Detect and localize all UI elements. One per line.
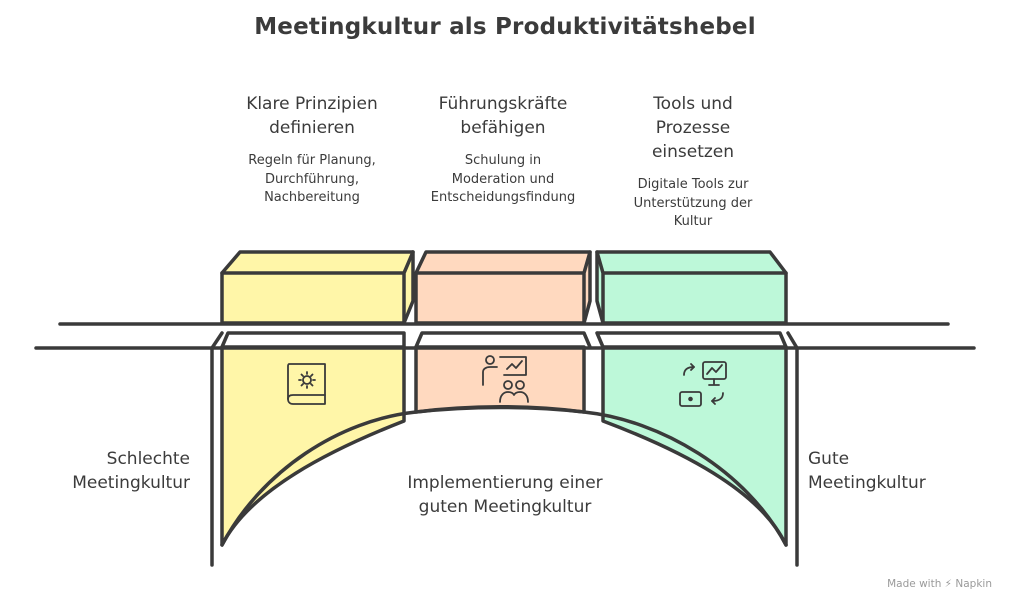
block-3-front-edge (595, 250, 788, 325)
pillar-3-description-line: Unterstützung der (633, 195, 753, 211)
pillar-3-heading-line: Prozesse (655, 118, 731, 138)
book-gear-icon (287, 363, 326, 405)
pillar-2-heading-line: befähigen (460, 118, 546, 138)
arch-right-top-edge (595, 331, 788, 349)
pillar-2-description: Schulung in Moderation und Entscheidungs… (398, 152, 608, 208)
left-label: Schlechte Meetingkultur (54, 447, 190, 495)
pillar-3-description-line: Digitale Tools zur (637, 177, 749, 192)
pillar-3-heading: Tools und Prozesse einsetzen (588, 92, 798, 164)
arch-middle-top-edge (414, 331, 592, 349)
pillar-2-heading-line: Führungskräfte (438, 94, 568, 114)
pillar-1-description-line: Regeln für Planung, (248, 153, 376, 168)
pillar-1-description-line: Nachbereitung (264, 190, 360, 205)
block-1-front-edge (220, 250, 415, 325)
right-label-line: Meetingkultur (808, 473, 926, 493)
pillar-3-description: Digitale Tools zur Unterstützung der Kul… (588, 176, 798, 232)
pillar-2-heading: Führungskräfte befähigen (398, 92, 608, 140)
block-1 (220, 250, 415, 325)
pillar-3-heading-line: Tools und (653, 94, 733, 114)
pillar-1-heading-line: definieren (269, 118, 355, 138)
right-abutment (786, 331, 799, 567)
diagram-title: Meetingkultur als Produktivitätshebel (254, 14, 756, 40)
block-3 (595, 250, 788, 325)
block-2-front-edge (414, 250, 592, 325)
center-label-line: Implementierung einer (407, 473, 603, 493)
pillar-3-description-line: Kultur (673, 214, 713, 229)
right-label: Gute Meetingkultur (808, 447, 948, 495)
left-label-line: Meetingkultur (72, 473, 190, 493)
pillar-2-description-line: Schulung in (464, 153, 542, 168)
pillar-1-heading: Klare Prinzipien definieren (207, 92, 417, 140)
right-label-line: Gute (808, 449, 850, 469)
devices-sync-icon (679, 361, 727, 407)
block-2 (414, 250, 592, 325)
center-label: Implementierung einer guten Meetingkultu… (355, 471, 655, 519)
arch-curve (220, 405, 788, 547)
arch-left-top-edge (220, 331, 406, 349)
pillar-2-description-line: Moderation und (451, 171, 555, 187)
center-label-line: guten Meetingkultur (418, 497, 592, 517)
napkin-watermark: Made with ⚡ Napkin (887, 578, 992, 590)
pillar-1-description: Regeln für Planung, Durchführung, Nachbe… (207, 152, 417, 208)
presenter-team-icon (482, 355, 529, 403)
pillar-1-description-line: Durchführung, (265, 171, 359, 187)
pillar-3-heading-line: einsetzen (651, 142, 735, 162)
pillar-2-description-line: Entscheidungsfindung (430, 190, 576, 205)
left-abutment (210, 331, 224, 567)
left-label-line: Schlechte (106, 449, 190, 469)
pillar-1-heading-line: Klare Prinzipien (246, 94, 378, 114)
